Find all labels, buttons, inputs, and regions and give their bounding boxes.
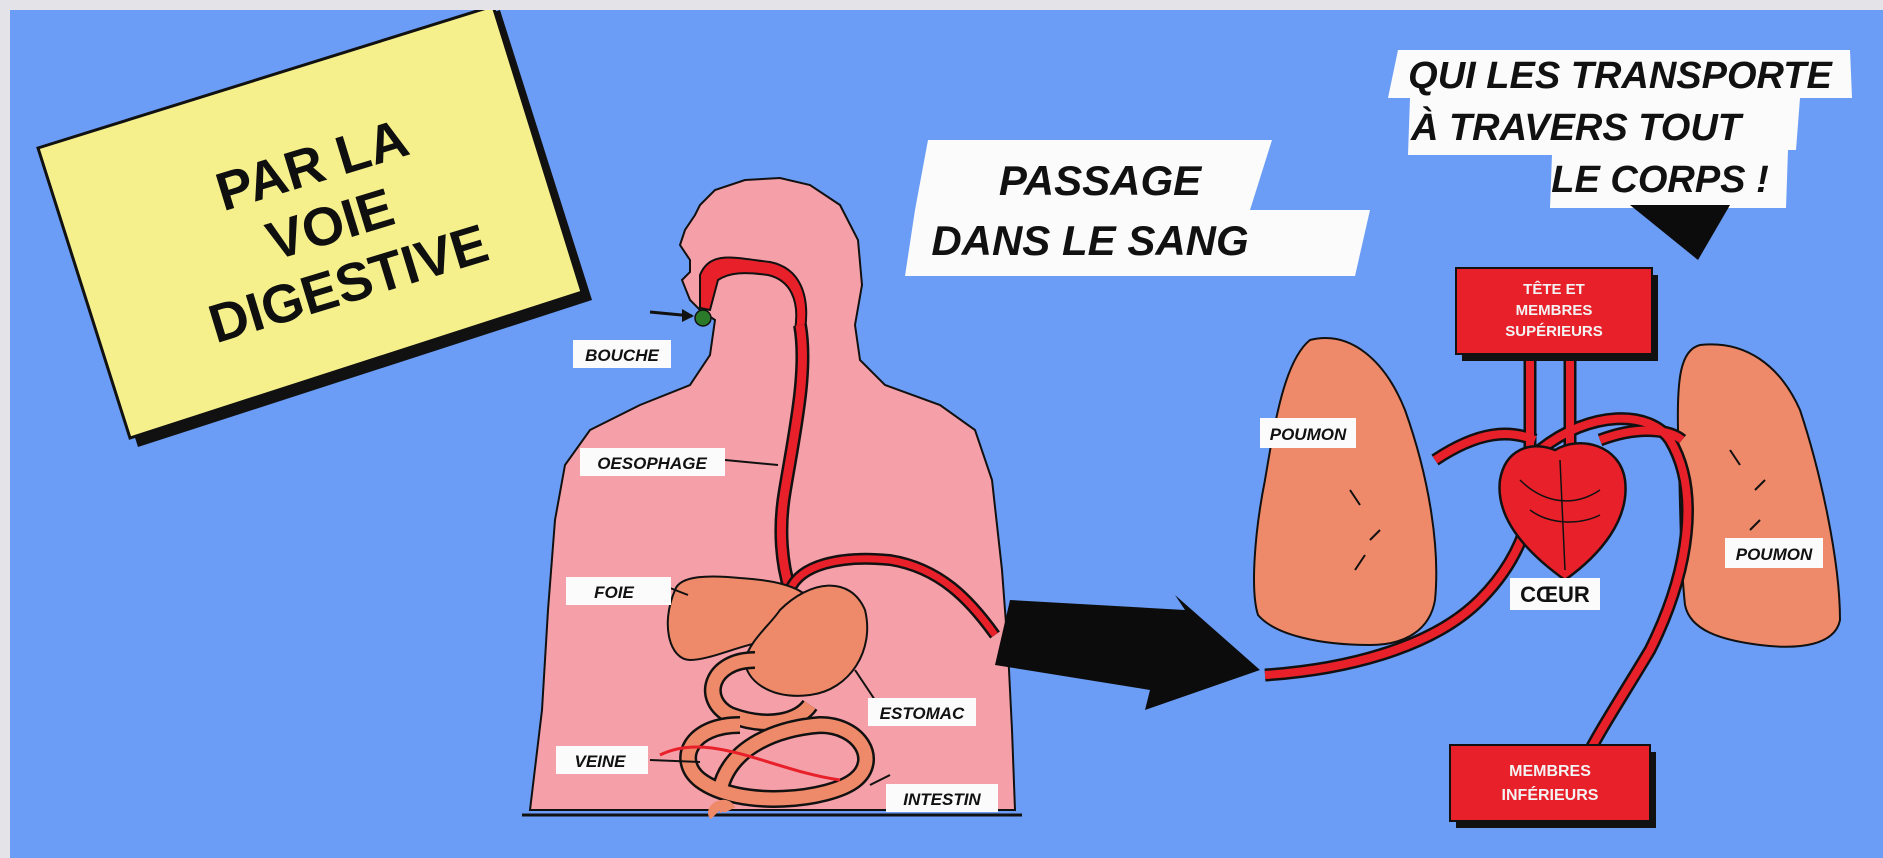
label-intestin: INTESTIN (903, 790, 981, 809)
transport-line-3: LE CORPS ! (1551, 159, 1768, 201)
passage-line-2: DANS LE SANG (931, 217, 1248, 264)
tete-line-3: SUPÉRIEURS (1505, 323, 1603, 340)
transport-line-1: QUI LES TRANSPORTE (1408, 55, 1833, 97)
box-tete: TÊTE ET MEMBRES SUPÉRIEURS (1456, 268, 1658, 361)
label-foie: FOIE (594, 583, 634, 602)
label-oesophage: OESOPHAGE (597, 454, 707, 473)
diagram-svg: PAR LA VOIE DIGESTIVE PASSAGE DANS LE SA… (10, 10, 1883, 858)
diagram-canvas: PAR LA VOIE DIGESTIVE PASSAGE DANS LE SA… (10, 10, 1883, 858)
label-coeur: CŒUR (1520, 582, 1590, 607)
tete-line-1: TÊTE ET (1523, 280, 1585, 298)
label-bouche: BOUCHE (585, 346, 659, 365)
label-estomac: ESTOMAC (880, 704, 965, 723)
label-poumon-left: POUMON (1270, 425, 1347, 444)
label-poumon-right: POUMON (1736, 545, 1813, 564)
passage-line-1: PASSAGE (999, 157, 1203, 204)
label-veine: VEINE (574, 752, 626, 771)
transport-line-2: À TRAVERS TOUT (1410, 105, 1744, 149)
box-membres-inf: MEMBRES INFÉRIEURS (1450, 745, 1656, 828)
membres-inf-line-2: INFÉRIEURS (1502, 785, 1599, 804)
membres-inf-line-1: MEMBRES (1509, 763, 1591, 780)
tete-line-2: MEMBRES (1516, 302, 1593, 319)
